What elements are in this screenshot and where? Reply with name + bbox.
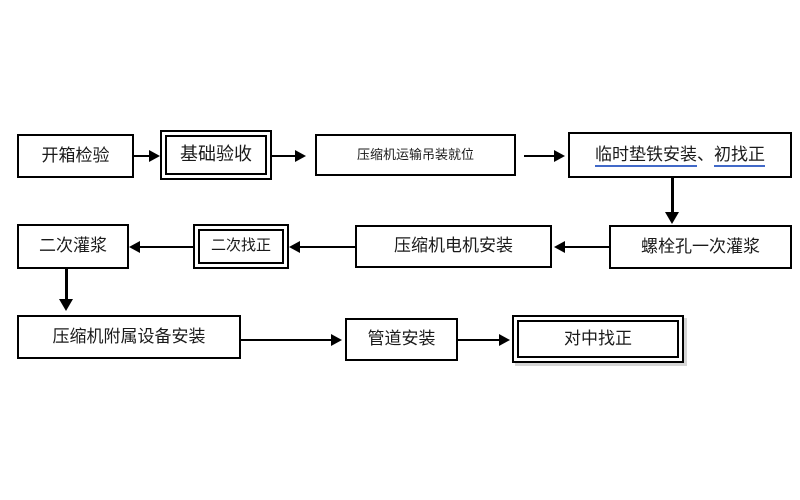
flow-node-label: 压缩机附属设备安装: [52, 326, 206, 346]
flow-node-label-separator: 、: [697, 144, 714, 164]
flow-node-ercizhaozheng[interactable]: 二次找正: [193, 224, 289, 269]
flow-node-label: 二次找正: [210, 238, 271, 255]
flow-node-label-part-2: 初找正: [714, 144, 765, 167]
edge-n1-n2-arrowhead: [149, 150, 160, 162]
flow-node-label: 基础验收: [180, 144, 252, 165]
flow-node-yasuojifushushebeianzhuang[interactable]: 压缩机附属设备安装: [17, 315, 241, 359]
flow-node-label: 对中找正: [564, 328, 632, 348]
flow-node-inner-border: 对中找正: [517, 320, 679, 358]
flow-node-label: 管道安装: [367, 329, 436, 349]
edge-n2-n3-arrowhead: [295, 150, 306, 162]
flow-node-inner-border: 基础验收: [165, 135, 267, 175]
edge-n8-n9-arrowhead: [59, 299, 73, 311]
edge-n2-n3-line: [272, 155, 298, 157]
flow-node-yasuojidianjianzhuang[interactable]: 压缩机电机安装: [355, 225, 552, 268]
edge-n9-n10-arrowhead: [331, 334, 342, 346]
edge-n3-n4-line: [524, 155, 557, 157]
edge-n5-n6-line: [565, 246, 609, 248]
edge-n3-n4-arrowhead: [554, 150, 565, 162]
flow-node-yasuojiyunshudiaozhuangjiuwei[interactable]: 压缩机运输吊装就位: [315, 134, 516, 176]
flow-node-label: 螺栓孔一次灌浆: [641, 236, 760, 256]
flow-node-linshidiantieanzhuangchuzhaozheng[interactable]: 临时垫铁安装、初找正: [568, 132, 792, 178]
flow-node-label: 二次灌浆: [39, 236, 107, 256]
edge-n6-n7-arrowhead: [289, 241, 300, 253]
flow-node-inner-border: 二次找正: [198, 229, 284, 264]
edge-n8-n9-line: [65, 269, 68, 303]
edge-n7-n8-arrowhead: [129, 241, 140, 253]
edge-n10-n11-arrowhead: [499, 334, 510, 346]
flow-node-label: 开箱检验: [41, 145, 110, 165]
edge-n10-n11-line: [458, 339, 503, 341]
edge-n4-n5-arrowhead: [665, 212, 679, 224]
flow-node-duizhongzhaozheng[interactable]: 对中找正: [512, 315, 684, 363]
edge-n4-n5-line: [671, 178, 674, 216]
flow-node-label: 压缩机运输吊装就位: [356, 146, 474, 162]
edge-n9-n10-line: [241, 339, 334, 341]
flow-node-kaixiangjianyan[interactable]: 开箱检验: [17, 134, 134, 178]
edge-n6-n7-line: [300, 246, 355, 248]
flow-node-ercizhuangjiang[interactable]: 二次灌浆: [17, 224, 129, 269]
flow-node-label-part-1: 临时垫铁安装: [595, 144, 697, 167]
flow-node-label: 压缩机电机安装: [394, 236, 513, 256]
flow-node-label-group: 临时垫铁安装、初找正: [595, 144, 765, 167]
edge-n5-n6-arrowhead: [554, 241, 565, 253]
flow-node-luoshuankongyicizhuangjiang[interactable]: 螺栓孔一次灌浆: [609, 225, 792, 269]
edge-n7-n8-line: [140, 246, 193, 248]
edge-n1-n2-line: [134, 155, 152, 157]
flow-node-jichuyanshou[interactable]: 基础验收: [160, 130, 272, 180]
flow-node-guandaoanzhuang[interactable]: 管道安装: [345, 318, 458, 361]
